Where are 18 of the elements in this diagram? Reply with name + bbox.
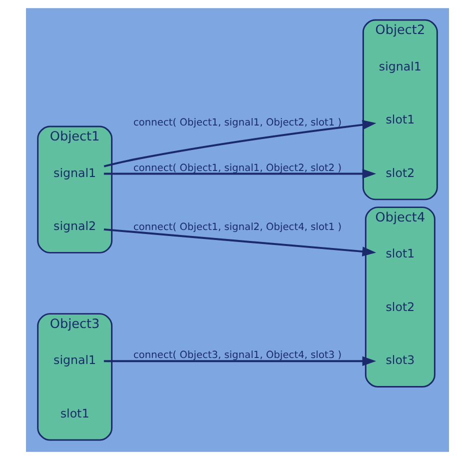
- edge-label: connect( Object1, signal1, Object2, slot1 ): [132, 117, 342, 128]
- arrow: [103, 228, 376, 256]
- node-text: slot1: [385, 246, 414, 261]
- node-text: slot1: [60, 406, 89, 420]
- node-text: slot1: [385, 112, 414, 127]
- node-text: slot2: [385, 300, 414, 314]
- node-text: signal2: [53, 219, 96, 234]
- node-text: signal1: [53, 353, 96, 368]
- arrow: [103, 120, 376, 168]
- edge-label: connect( Object1, signal2, Object4, slot1 ): [132, 222, 342, 233]
- node-text: slot3: [385, 353, 414, 368]
- edge-label: connect( Object1, signal1, Object2, slot2 ): [132, 162, 342, 174]
- node-text: signal1: [378, 59, 421, 74]
- node-text: signal1: [53, 166, 96, 180]
- arrow: [103, 356, 376, 366]
- edge-label: connect( Object3, signal1, Object4, slot3 ): [132, 350, 342, 362]
- arrow: [103, 168, 376, 179]
- node-text: slot2: [385, 166, 414, 180]
